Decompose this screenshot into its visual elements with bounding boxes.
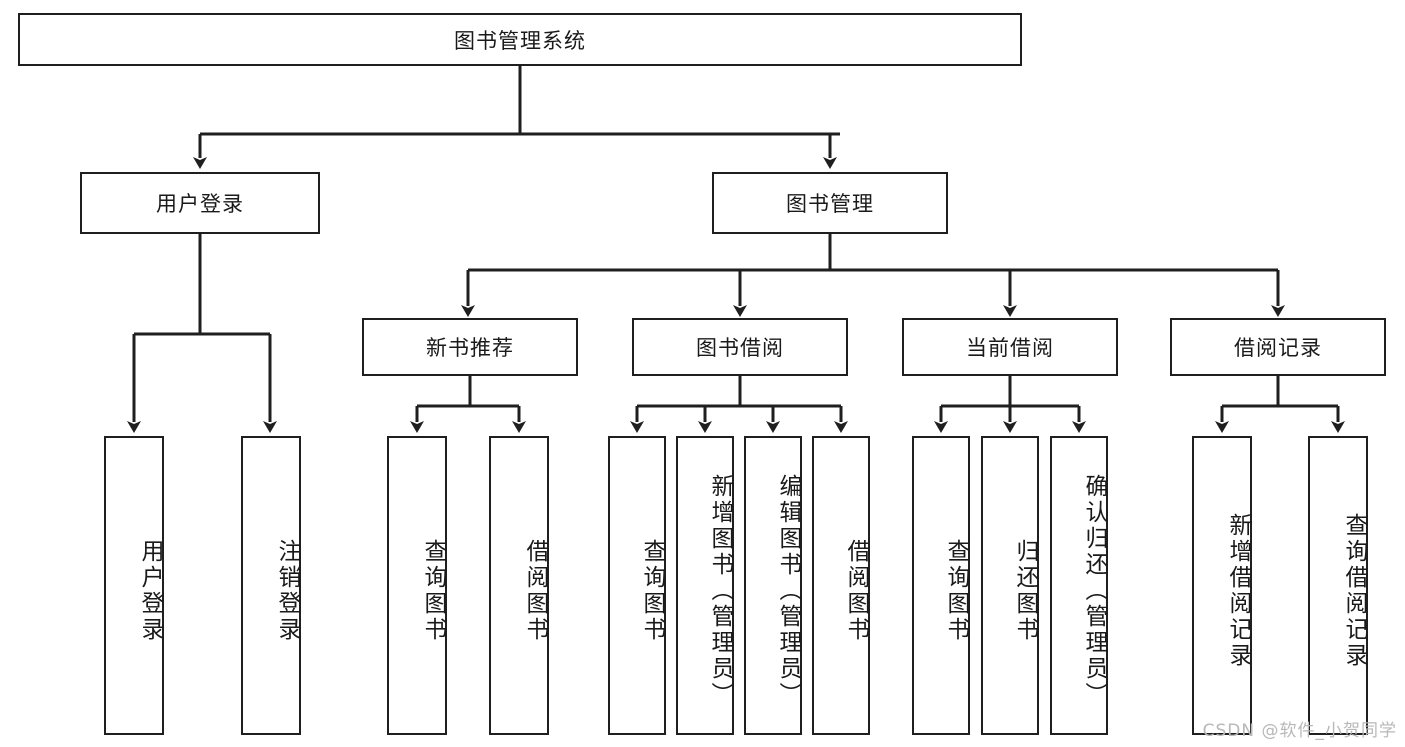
node-leaf-confirm-return-admin[interactable]: 确认归还（管理员） — [1050, 436, 1108, 735]
node-leaf-add-book-admin-label: 新增图书（管理员） — [707, 473, 733, 708]
node-leaf-query-book-borrow-label: 查询图书 — [639, 538, 665, 643]
node-root-system-label: 图书管理系统 — [454, 28, 586, 53]
node-leaf-query-book-borrow[interactable]: 查询图书 — [608, 436, 666, 735]
node-leaf-query-borrow-record-label: 查询借阅记录 — [1341, 512, 1367, 669]
node-current-borrow-label: 当前借阅 — [966, 336, 1054, 360]
node-leaf-add-borrow-record[interactable]: 新增借阅记录 — [1192, 436, 1252, 735]
node-borrow-record[interactable]: 借阅记录 — [1170, 318, 1386, 376]
node-book-borrow[interactable]: 图书借阅 — [632, 318, 848, 376]
node-book-borrow-label: 图书借阅 — [696, 336, 784, 360]
node-leaf-confirm-return-admin-label: 确认归还（管理员） — [1081, 473, 1107, 708]
node-root-system[interactable]: 图书管理系统 — [18, 13, 1022, 66]
node-user-login-label: 用户登录 — [156, 192, 244, 216]
node-leaf-add-book-admin[interactable]: 新增图书（管理员） — [676, 436, 734, 735]
node-user-login[interactable]: 用户登录 — [80, 172, 320, 234]
node-leaf-query-book-recommend[interactable]: 查询图书 — [387, 436, 447, 735]
node-leaf-edit-book-admin[interactable]: 编辑图书（管理员） — [744, 436, 802, 735]
node-leaf-add-borrow-record-label: 新增借阅记录 — [1225, 512, 1251, 669]
edge-newbook-to-leaves — [410, 376, 526, 433]
node-leaf-borrow-book[interactable]: 借阅图书 — [812, 436, 870, 735]
node-current-borrow[interactable]: 当前借阅 — [902, 318, 1118, 376]
node-leaf-logout-label: 注销登录 — [274, 538, 300, 643]
node-leaf-edit-book-admin-label: 编辑图书（管理员） — [775, 473, 801, 708]
node-book-management[interactable]: 图书管理 — [712, 172, 948, 234]
edge-userlogin-to-leaves — [127, 234, 277, 433]
watermark-text: CSDN @软件_小贺同学 — [1202, 721, 1397, 741]
edge-bookmgmt-to-level3 — [461, 234, 1285, 317]
node-leaf-query-book-recommend-label: 查询图书 — [420, 538, 446, 643]
node-book-management-label: 图书管理 — [786, 192, 874, 216]
node-leaf-borrow-book-recommend-label: 借阅图书 — [522, 538, 548, 643]
node-new-book-recommend-label: 新书推荐 — [426, 336, 514, 360]
node-leaf-query-book-current-label: 查询图书 — [943, 538, 969, 643]
node-leaf-borrow-book-label: 借阅图书 — [843, 538, 869, 643]
edge-current-to-leaves — [934, 376, 1086, 433]
node-leaf-return-book-label: 归还图书 — [1012, 538, 1038, 643]
node-borrow-record-label: 借阅记录 — [1234, 336, 1322, 360]
node-leaf-query-borrow-record[interactable]: 查询借阅记录 — [1308, 436, 1368, 735]
node-leaf-user-login[interactable]: 用户登录 — [104, 436, 164, 735]
edge-root-to-level2 — [193, 66, 840, 169]
node-new-book-recommend[interactable]: 新书推荐 — [362, 318, 578, 376]
node-leaf-query-book-current[interactable]: 查询图书 — [912, 436, 970, 735]
edge-record-to-leaves — [1215, 376, 1345, 433]
node-leaf-borrow-book-recommend[interactable]: 借阅图书 — [489, 436, 549, 735]
node-leaf-logout[interactable]: 注销登录 — [241, 436, 301, 735]
edge-borrow-to-leaves — [630, 376, 848, 433]
node-leaf-user-login-label: 用户登录 — [137, 538, 163, 643]
node-leaf-return-book[interactable]: 归还图书 — [981, 436, 1039, 735]
